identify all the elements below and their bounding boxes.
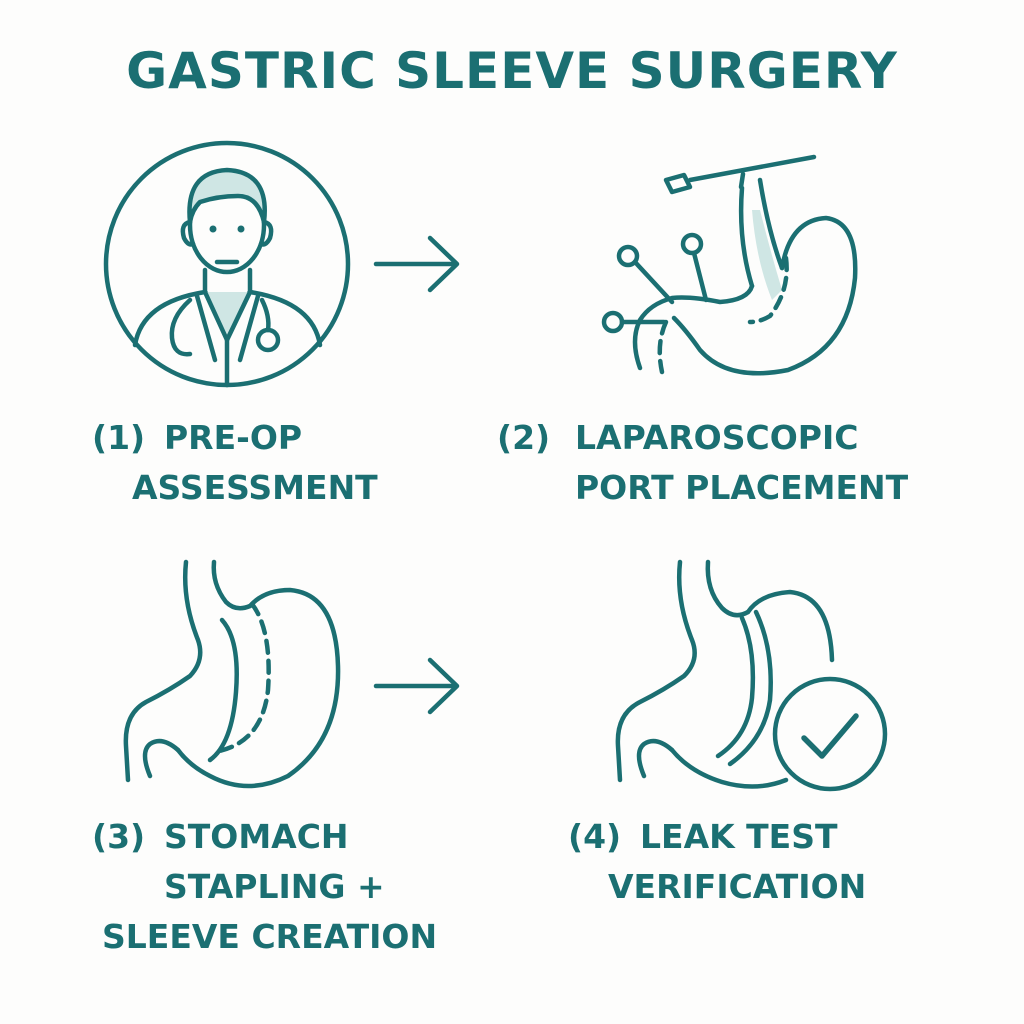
step-number: (1) — [92, 418, 146, 457]
verified-sleeve-icon — [615, 559, 888, 792]
step-3-label: (3) STOMACH STAPLING + SLEEVE CREATION — [92, 812, 512, 972]
step-text-line: STAPLING + — [164, 867, 385, 906]
step-text-line: PORT PLACEMENT — [575, 468, 909, 507]
step-text-line: LEAK TEST — [640, 817, 838, 856]
step-text-line: STOMACH — [164, 817, 349, 856]
doctor-icon — [103, 140, 351, 388]
step-1-label: (1) PRE-OP ASSESSMENT — [92, 413, 472, 523]
step-2-label: (2) LAPAROSCOPIC PORT PLACEMENT — [497, 413, 957, 523]
arrow-right-icon — [373, 657, 460, 715]
step-text-line: ASSESSMENT — [132, 468, 378, 507]
step-4-label: (4) LEAK TEST VERIFICATION — [568, 812, 968, 922]
laparoscopic-stomach-icon — [601, 154, 858, 376]
step-number: (2) — [497, 418, 551, 457]
arrow-right-icon — [373, 235, 460, 293]
diagram-title: GASTRIC SLEEVE SURGERY — [126, 42, 898, 100]
step-number: (3) — [92, 817, 146, 856]
check-icon — [801, 713, 859, 759]
step-text-line: LAPAROSCOPIC — [575, 418, 859, 457]
step-text-line: VERIFICATION — [608, 867, 867, 906]
step-number: (4) — [568, 817, 622, 856]
step-text-line: SLEEVE CREATION — [102, 917, 438, 956]
step-text-line: PRE-OP — [164, 418, 303, 457]
stapled-stomach-icon — [123, 559, 341, 789]
